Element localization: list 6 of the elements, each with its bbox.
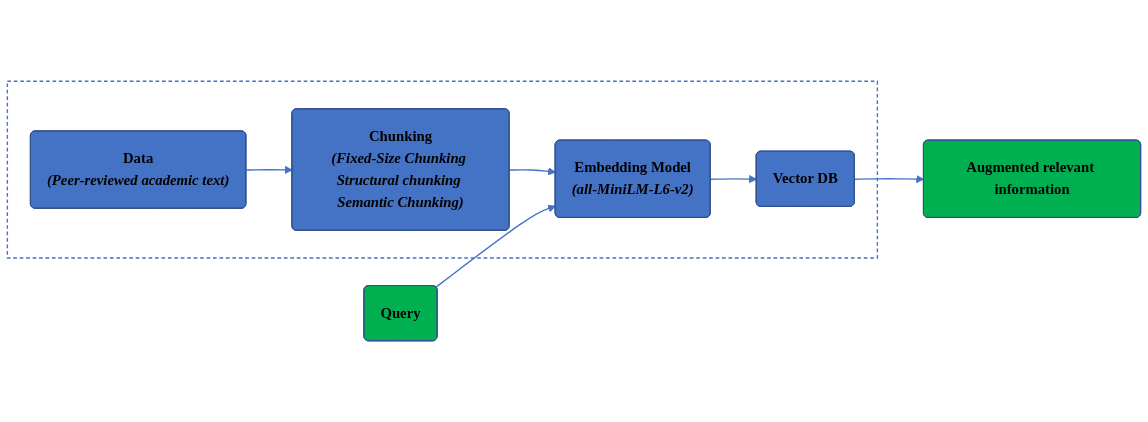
arrow: [709, 175, 758, 184]
cluster: [6, 80, 879, 259]
arrow: [508, 167, 556, 176]
arrow: [245, 165, 293, 174]
arrow: [854, 175, 925, 184]
arrow: [435, 204, 556, 288]
